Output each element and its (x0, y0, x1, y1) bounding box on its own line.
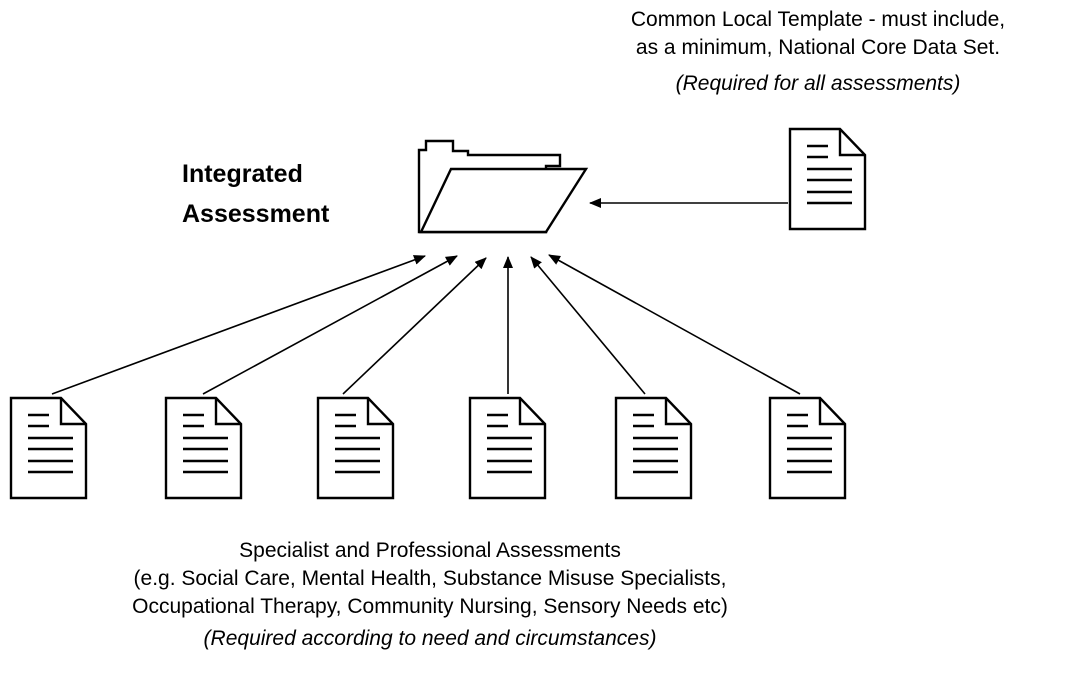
specialist-document-icon (614, 396, 693, 500)
specialist-note-line1: Specialist and Professional Assessments (239, 539, 621, 562)
specialist-document-icon (9, 396, 88, 500)
specialist-note-line3: Occupational Therapy, Community Nursing,… (132, 595, 728, 618)
specialist-arrow (530, 256, 646, 395)
folder-icon (417, 139, 589, 234)
specialist-note: Specialist and Professional Assessments … (0, 537, 860, 653)
template-note: Common Local Template - must include, as… (560, 6, 1076, 98)
specialist-document-icon (164, 396, 243, 500)
specialist-document-icon (316, 396, 395, 500)
integrated-assessment-label: Integrated Assessment (182, 154, 329, 234)
template-note-line2: as a minimum, National Core Data Set. (635, 36, 1001, 59)
specialist-document-icon (768, 396, 847, 500)
specialist-arrow (202, 255, 458, 395)
specialist-arrow (51, 255, 426, 395)
template-document-icon (788, 127, 867, 231)
template-note-line1: Common Local Template - must include, (630, 8, 1006, 31)
specialist-note-requirement: (Required according to need and circumst… (203, 627, 657, 650)
integrated-assessment-label-line2: Assessment (182, 200, 330, 228)
specialist-arrow (548, 254, 801, 395)
template-note-requirement: (Required for all assessments) (675, 72, 961, 95)
specialist-arrow (342, 257, 487, 395)
specialist-document-icon (468, 396, 547, 500)
specialist-note-line2: (e.g. Social Care, Mental Health, Substa… (133, 567, 727, 590)
integrated-assessment-label-line1: Integrated (182, 160, 303, 188)
